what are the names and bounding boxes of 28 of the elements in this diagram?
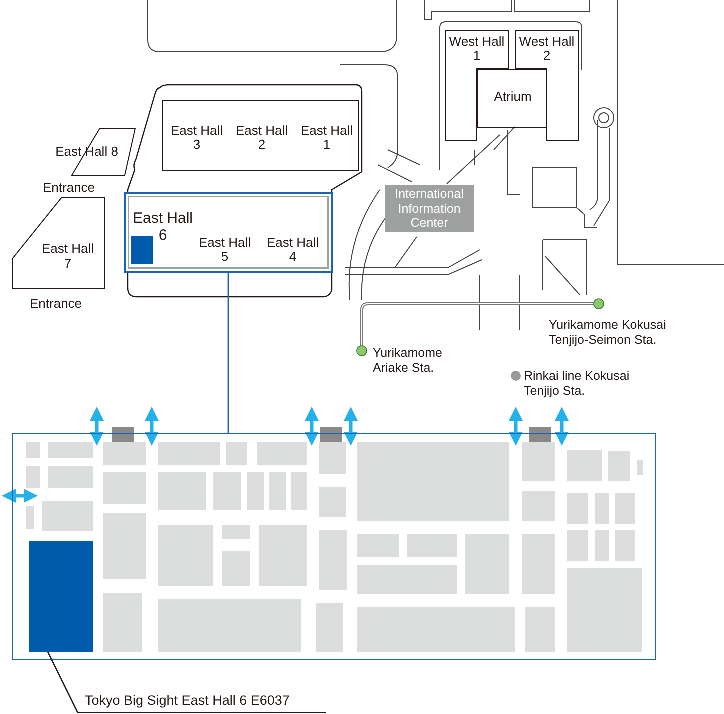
hall-label: East Hall 8 xyxy=(54,144,120,159)
hall-label: East Hall 4 xyxy=(266,236,320,264)
hall-label: East Hall 7 xyxy=(40,241,96,271)
highlighted-hall-frame xyxy=(124,192,333,273)
hall-label: East Hall 5 xyxy=(198,236,252,264)
entrance-label: Entrance xyxy=(30,296,82,311)
highlighted-booth xyxy=(29,541,93,652)
station-label: Yurikamome Ariake Sta. xyxy=(373,346,444,376)
leader-line xyxy=(47,652,79,714)
hall-label: East Hall 3 xyxy=(170,124,224,152)
hall-floor-plan-frame xyxy=(12,433,656,660)
entrance-label: Entrance xyxy=(43,180,96,195)
booth-callout xyxy=(78,692,326,713)
hall-label: East Hall 1 xyxy=(300,124,354,152)
hall-outline xyxy=(162,100,359,171)
callout-text: Tokyo Big Sight East Hall 6 E6037 xyxy=(85,693,291,708)
hall-label: East Hall 2 xyxy=(234,124,290,152)
info-center-box xyxy=(385,185,474,232)
hall-label: International Information Center xyxy=(394,187,465,230)
atrium-outline xyxy=(477,69,547,128)
hall-label: West Hall 1 xyxy=(448,35,506,63)
station-label: Rinkai line Kokusai Tenjijo Sta. xyxy=(524,369,631,399)
connector-line xyxy=(228,273,230,433)
hall-label: East Hall 6 xyxy=(132,210,194,244)
hall-outline xyxy=(12,197,105,289)
hall-label: Atrium xyxy=(493,90,533,104)
station-label: Yurikamome Kokusai Tenjijo-Seimon Sta. xyxy=(549,318,668,348)
hall-label: West Hall 2 xyxy=(518,35,576,63)
